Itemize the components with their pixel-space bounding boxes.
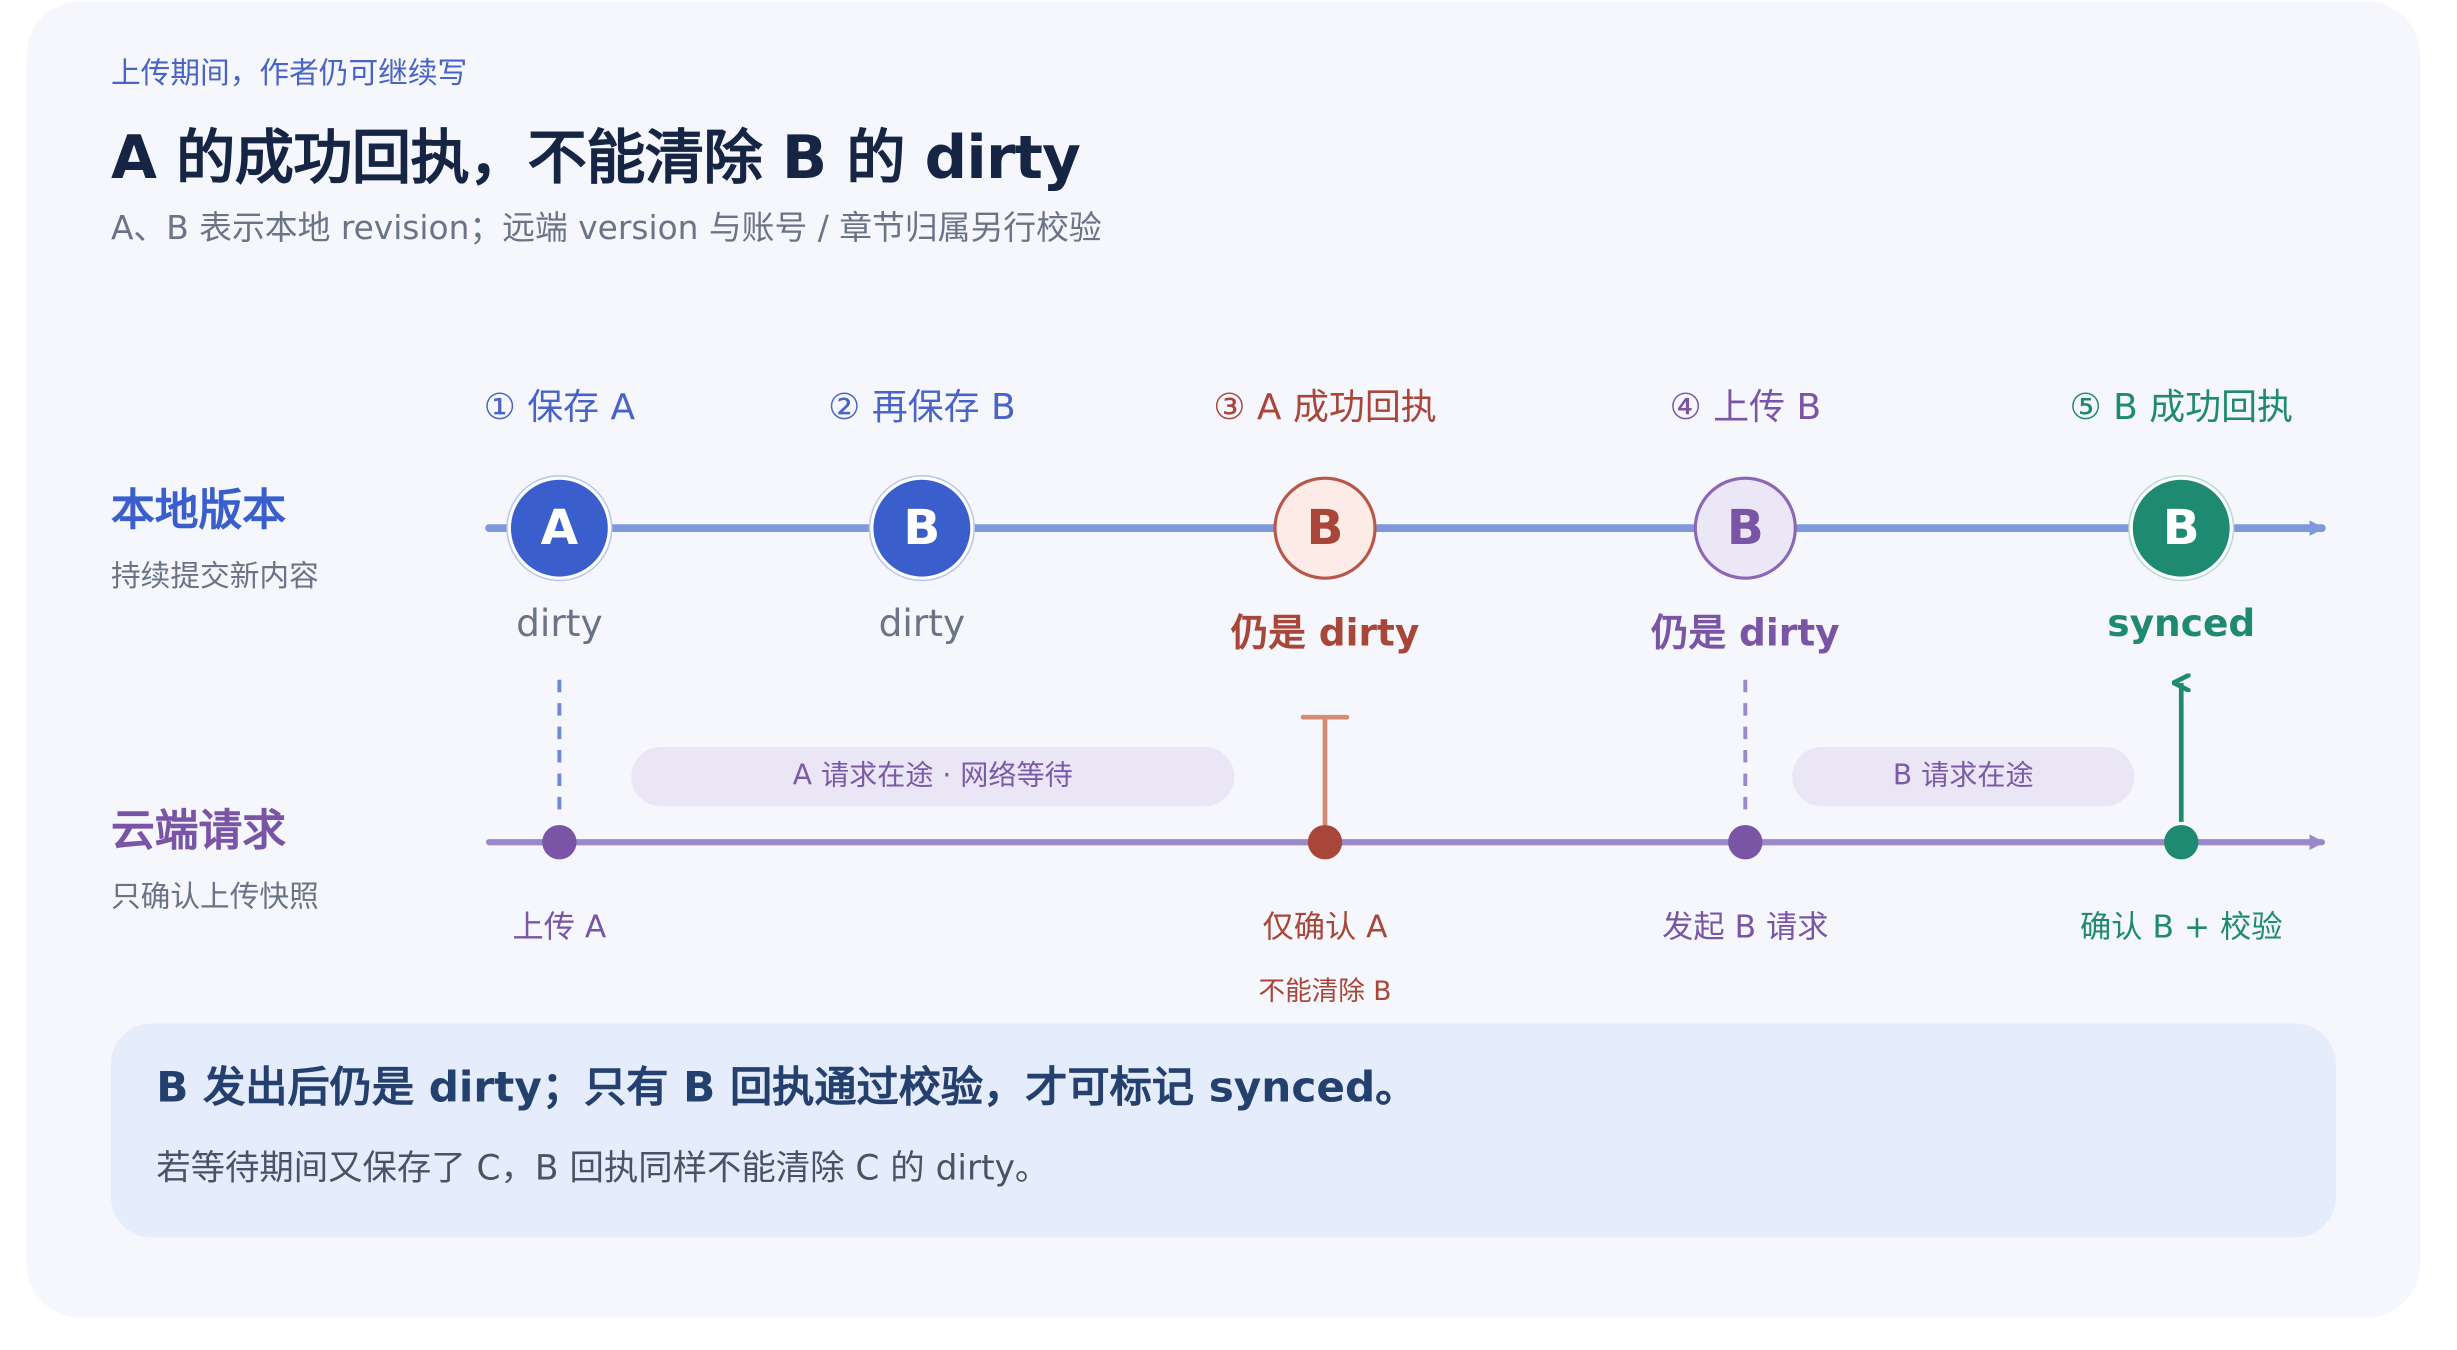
step-label-2: ② 再保存 B bbox=[828, 387, 1016, 429]
revision-node-a: A bbox=[507, 476, 611, 580]
request-dot-ack-b bbox=[2164, 825, 2199, 860]
request-dot-upload-b bbox=[1728, 825, 1763, 860]
state-label-2: dirty bbox=[878, 601, 966, 646]
summary-main-text: B 发出后仍是 dirty；只有 B 回执通过校验，才可标记 synced。 bbox=[156, 1064, 1418, 1113]
revision-node-b-uploading: B bbox=[1693, 476, 1797, 580]
revision-node-b-after-ack-a: B bbox=[1273, 476, 1377, 580]
state-label-5: synced bbox=[2107, 601, 2256, 646]
request-label-4: 发起 B 请求 bbox=[1662, 907, 1829, 946]
local-lane-title: 本地版本 bbox=[110, 484, 286, 536]
kicker-text: 上传期间，作者仍可继续写 bbox=[110, 56, 468, 91]
b-in-flight-pill: B 请求在途 bbox=[1792, 746, 2135, 807]
request-label-5: 确认 B + 校验 bbox=[2080, 907, 2283, 946]
state-label-1: dirty bbox=[516, 601, 603, 646]
cloud-lane-title: 云端请求 bbox=[110, 804, 286, 857]
a-in-flight-pill: A 请求在途 · 网络等待 bbox=[631, 746, 1235, 807]
request-dot-upload-a bbox=[542, 825, 577, 860]
step-label-4: ④ 上传 B bbox=[1669, 387, 1822, 429]
summary-callout bbox=[110, 1023, 2336, 1238]
state-label-4: 仍是 dirty bbox=[1651, 610, 1840, 655]
request-dot-ack-a bbox=[1307, 825, 1343, 860]
step-label-1: ① 保存 A bbox=[483, 387, 636, 429]
request-label-1: 上传 A bbox=[512, 907, 607, 946]
state-label-3: 仍是 dirty bbox=[1230, 610, 1420, 655]
local-lane-subtitle: 持续提交新内容 bbox=[110, 559, 319, 594]
page-title: A 的成功回执，不能清除 B 的 dirty bbox=[110, 123, 1081, 193]
step-label-5: ⑤ B 成功回执 bbox=[2069, 387, 2293, 429]
revision-node-b-saved: B bbox=[870, 476, 974, 580]
summary-sub-text: 若等待期间又保存了 C，B 回执同样不能清除 C 的 dirty。 bbox=[156, 1150, 1050, 1190]
revision-node-b-synced: B bbox=[2129, 476, 2233, 580]
request-note-3: 不能清除 B bbox=[1258, 976, 1392, 1008]
cloud-lane-subtitle: 只确认上传快照 bbox=[110, 879, 319, 915]
page-subtitle: A、B 表示本地 revision；远端 version 与账号 / 章节归属另… bbox=[110, 209, 1102, 247]
request-label-3: 仅确认 A bbox=[1262, 907, 1388, 946]
step-label-3: ③ A 成功回执 bbox=[1213, 387, 1437, 429]
